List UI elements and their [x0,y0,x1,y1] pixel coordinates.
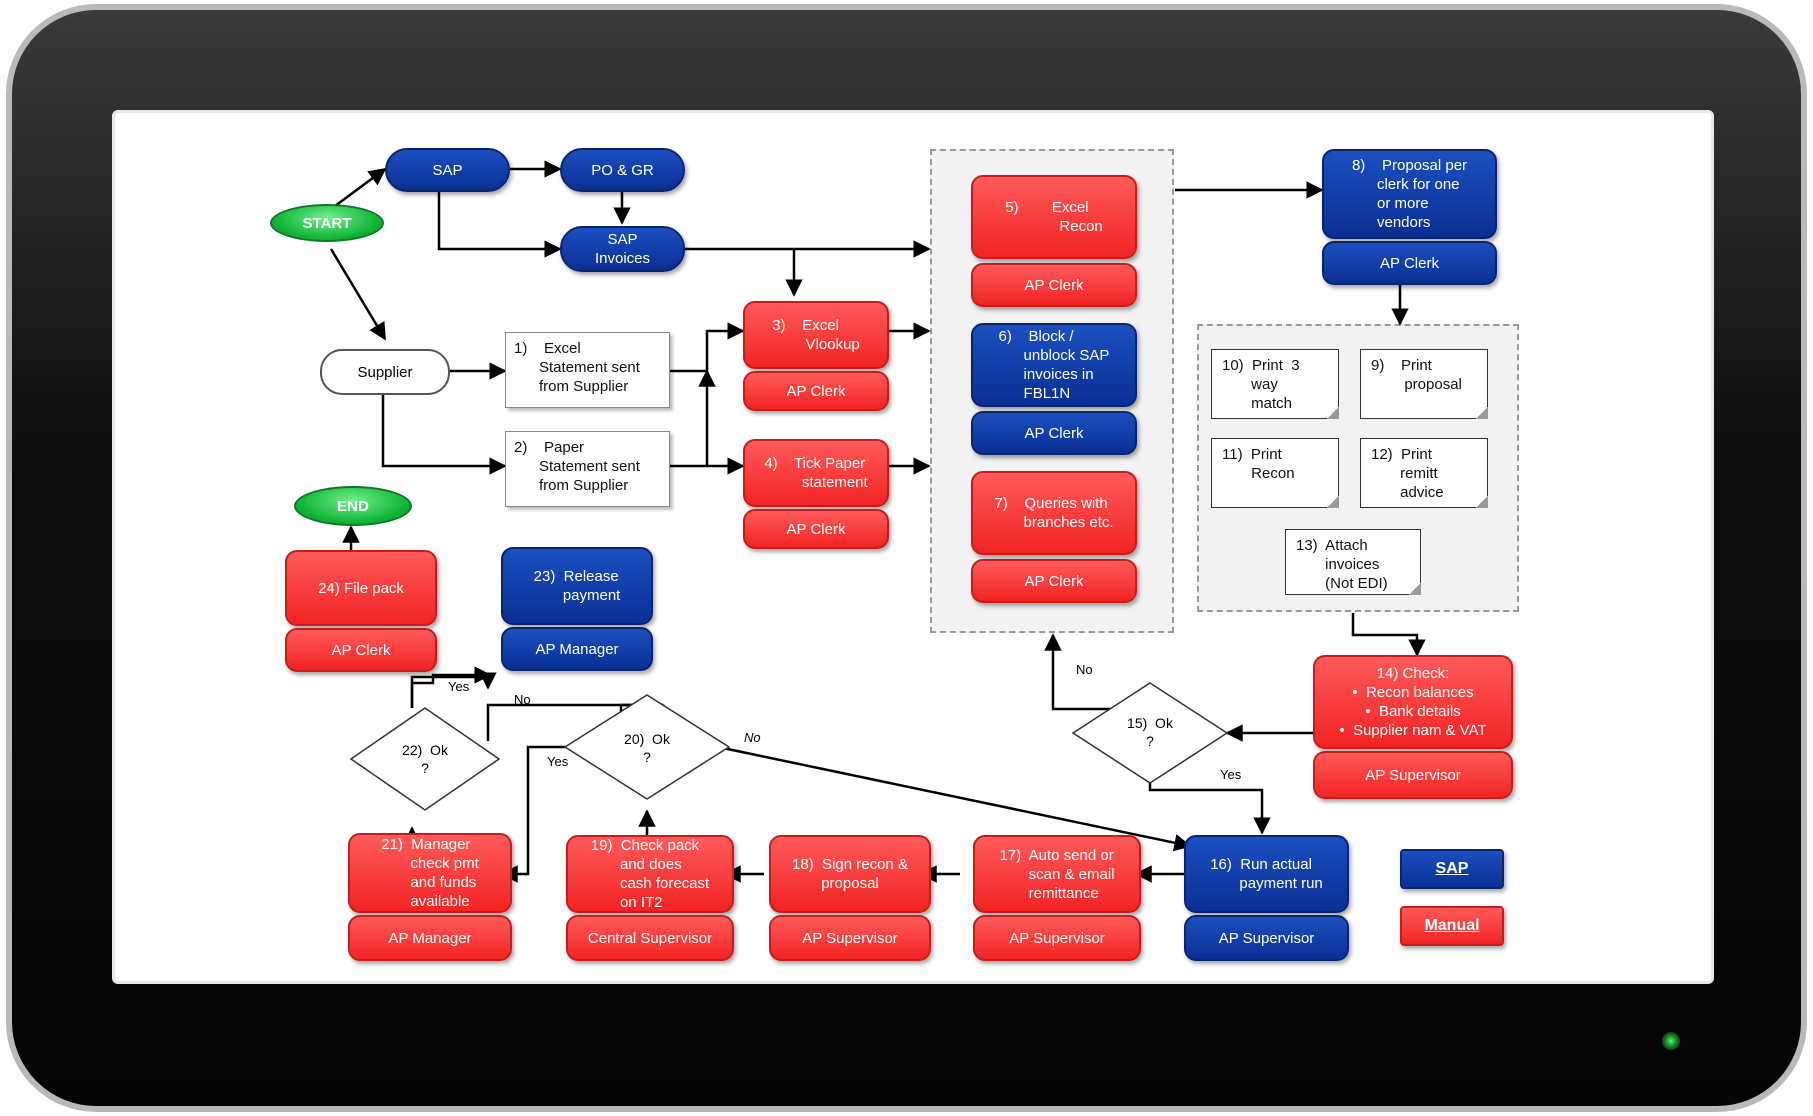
step-17-role: AP Supervisor [973,915,1141,961]
step-13-attach-invoices[interactable]: 13) Attach invoices (Not EDI) [1285,529,1421,595]
step-14-item-2: • Bank details [1365,703,1461,720]
label-20-yes: Yes [547,754,569,769]
step-3-role: AP Clerk [743,371,889,411]
screen: START END SAP PO & GR SAP Invoices Suppl… [112,110,1714,984]
step-14-check[interactable]: 14) Check: • Recon balances • Bank detai… [1313,655,1513,749]
flowchart: START END SAP PO & GR SAP Invoices Suppl… [115,113,1711,981]
connectors [329,160,1426,883]
step-6-block-unblock[interactable]: 6) Block / unblock SAP invoices in FBL1N [971,323,1137,407]
step-24-role: AP Clerk [285,628,437,672]
label-22-no: No [514,692,531,707]
step-8-role: AP Clerk [1322,241,1497,285]
step-12-print-remitt-advice[interactable]: 12) Print remitt advice [1360,438,1488,508]
doc-excel-statement[interactable]: 1) Excel Statement sent from Supplier [505,332,670,408]
doc-paper-statement[interactable]: 2) Paper Statement sent from Supplier [505,431,670,507]
step-18-role: AP Supervisor [769,915,931,961]
step-21-manager-check[interactable]: 21) Manager check pmt and funds availabl… [348,833,512,913]
label-15-no: No [1076,662,1093,677]
label-22-yes: Yes [448,679,470,694]
step-23-release-payment[interactable]: 23) Release payment [501,547,653,625]
legend-sap: SAP [1400,849,1504,889]
step-14-item-1: • Recon balances [1352,684,1474,701]
decision-20-ok[interactable]: 20) Ok ? [624,731,670,765]
supplier-node[interactable]: Supplier [320,349,450,395]
step-5-role: AP Clerk [971,263,1137,307]
power-led [1662,1032,1680,1050]
step-6-role: AP Clerk [971,411,1137,455]
decision-22-ok[interactable]: 22) Ok ? [402,742,448,776]
step-24-file-pack[interactable]: 24) File pack [285,550,437,626]
start-node[interactable]: START [270,204,384,242]
po-gr-node[interactable]: PO & GR [560,148,685,192]
step-7-role: AP Clerk [971,559,1137,603]
step-14-title: 14) Check: [1376,665,1450,682]
step-17-auto-send[interactable]: 17) Auto send or scan & email remittance [973,835,1141,913]
step-3-excel-vlookup[interactable]: 3) Excel Vlookup [743,301,889,369]
step-19-check-pack[interactable]: 19) Check pack and does cash forecast on… [566,835,734,913]
decision-15-ok[interactable]: 15) Ok ? [1127,715,1173,749]
sap-node[interactable]: SAP [385,148,510,192]
step-18-sign-recon[interactable]: 18) Sign recon & proposal [769,835,931,913]
step-4-tick-paper[interactable]: 4) Tick Paper statement [743,439,889,507]
step-19-role: Central Supervisor [566,915,734,961]
step-23-role: AP Manager [501,627,653,671]
step-14-role: AP Supervisor [1313,751,1513,799]
step-16-role: AP Supervisor [1184,915,1349,961]
label-20-no: No [744,730,761,745]
sap-invoices-node[interactable]: SAP Invoices [560,226,685,272]
label-15-yes: Yes [1220,767,1242,782]
step-10-print-3-way-match[interactable]: 10) Print 3 way match [1211,349,1339,419]
step-11-print-recon[interactable]: 11) Print Recon [1211,438,1339,508]
step-16-run-payment[interactable]: 16) Run actual payment run [1184,835,1349,913]
step-14-item-3: • Supplier nam & VAT [1339,722,1487,739]
step-9-print-proposal[interactable]: 9) Print proposal [1360,349,1488,419]
step-7-queries[interactable]: 7) Queries with branches etc. [971,471,1137,555]
step-21-role: AP Manager [348,915,512,961]
end-node[interactable]: END [294,486,412,526]
step-5-excel-recon[interactable]: 5) Excel Recon [971,175,1137,259]
step-8-proposal[interactable]: 8) Proposal per clerk for one or more ve… [1322,149,1497,239]
step-4-role: AP Clerk [743,509,889,549]
legend-manual: Manual [1400,906,1504,946]
